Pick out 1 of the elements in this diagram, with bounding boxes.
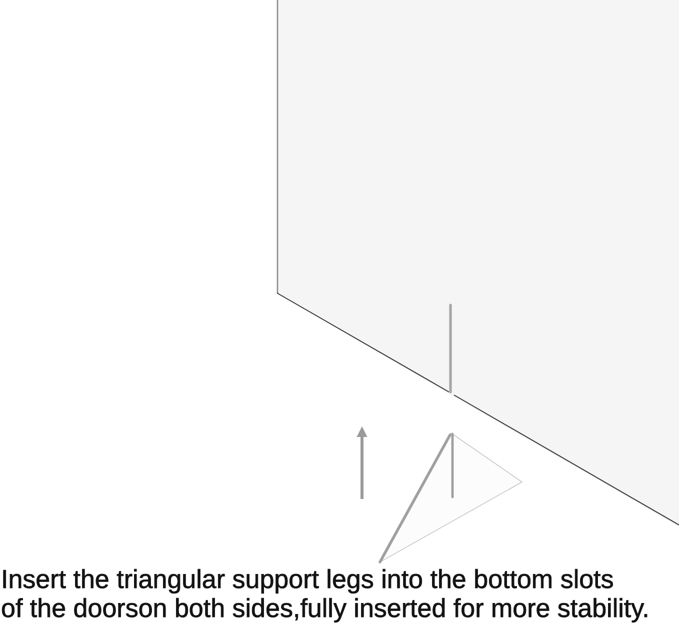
caption: Insert the triangular support legs into the bottom slots of the doorson both sides,fully inserted for more stability. (1, 565, 650, 623)
